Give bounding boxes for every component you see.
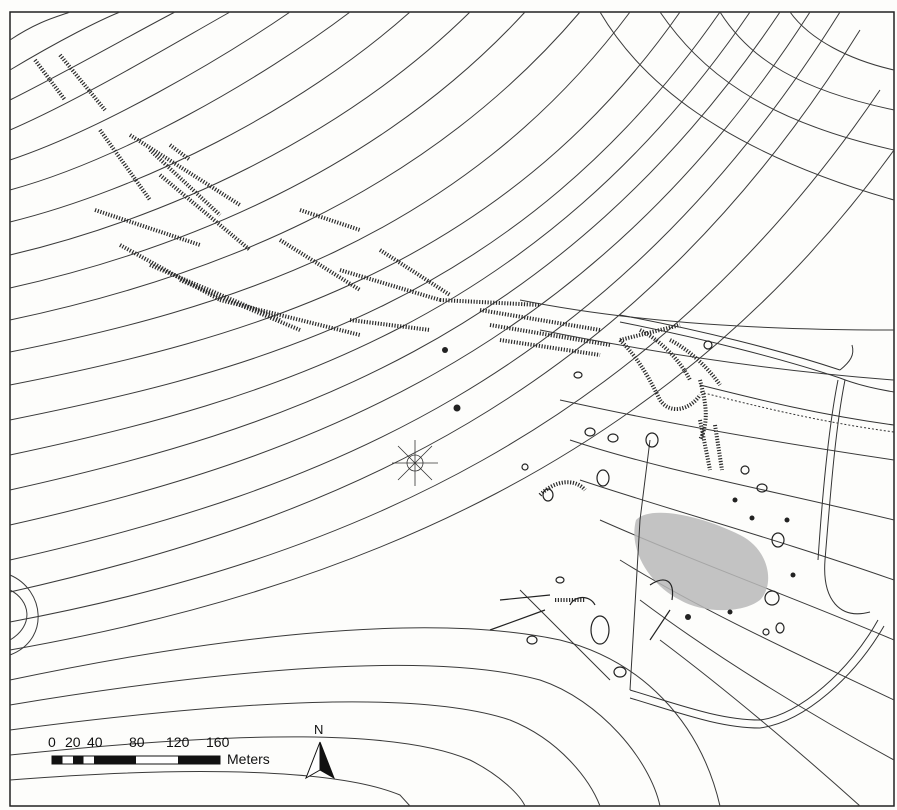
scale-bar: [51, 755, 221, 765]
contour-lines: [9, 11, 895, 807]
scale-tick-label: 160: [206, 734, 230, 750]
roads: [519, 314, 895, 729]
shaded-area: [634, 512, 769, 611]
site-features: [392, 340, 796, 678]
hatched-walls: [33, 53, 724, 602]
scale-tick-label: 120: [166, 734, 190, 750]
map-frame: [9, 11, 895, 807]
north-arrow-icon: [305, 741, 335, 780]
scale-tick-label: 40: [87, 734, 103, 750]
north-label: N: [314, 722, 324, 737]
scale-tick-label: 80: [129, 734, 145, 750]
scale-tick-label: 0: [48, 734, 56, 750]
scale-unit-label: Meters: [227, 751, 270, 767]
scale-tick-label: 20: [65, 734, 81, 750]
radiating-feature: [392, 440, 438, 486]
